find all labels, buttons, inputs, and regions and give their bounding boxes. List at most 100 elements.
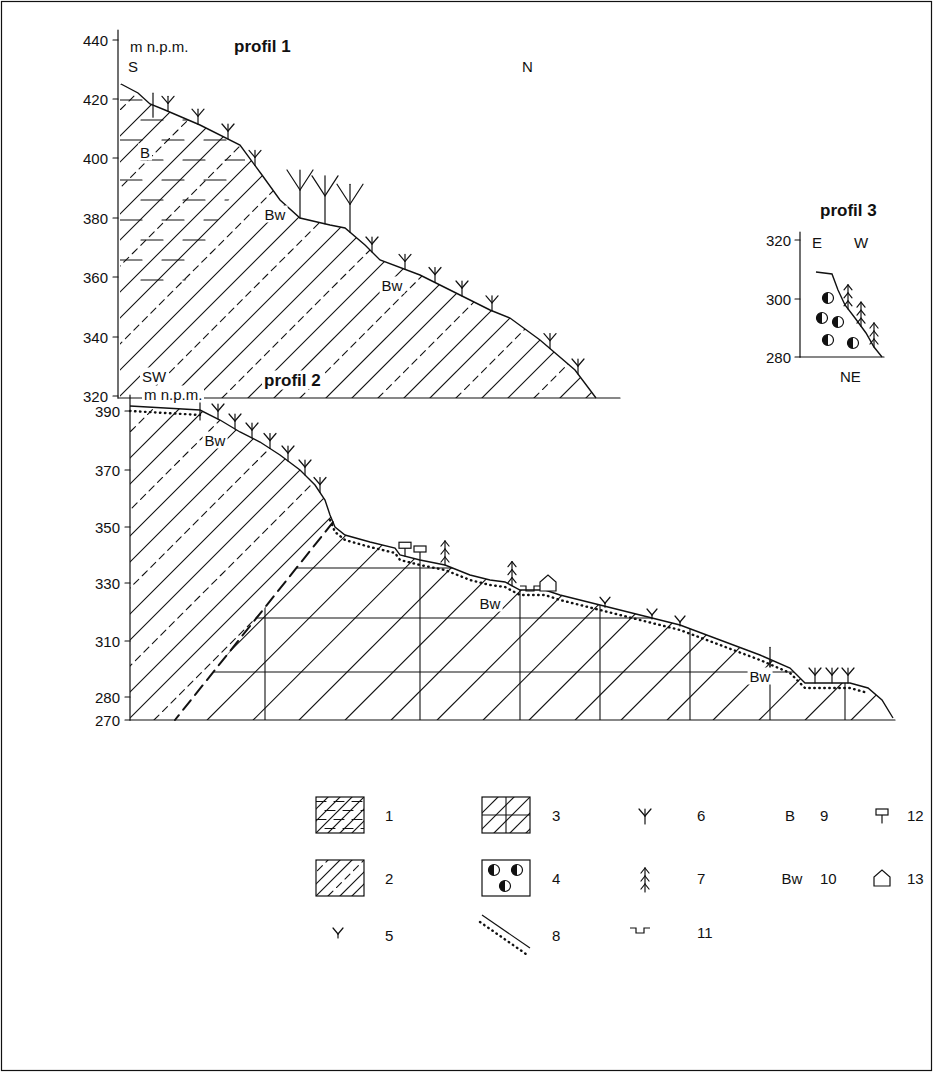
bedding-line <box>0 84 302 398</box>
bedding-line <box>180 406 494 720</box>
tree-stroke <box>405 254 411 261</box>
legend-number: 1 <box>383 807 395 824</box>
conifer-stroke <box>445 557 449 562</box>
joint-line <box>844 540 845 720</box>
bedding-line <box>851 522 933 720</box>
bedding-line <box>268 860 304 896</box>
deciduous-tree-symbol <box>162 96 174 111</box>
tree-stroke <box>162 96 168 103</box>
bedding-line <box>0 406 156 720</box>
shrub-stroke <box>338 928 343 934</box>
tree-stroke <box>486 296 492 303</box>
profile-title: profil 2 <box>262 371 323 390</box>
conifer-stroke <box>848 285 852 290</box>
soil-label: Bw <box>478 595 503 612</box>
bedding-line <box>23 522 221 720</box>
house-symbol <box>540 575 556 591</box>
conifer-stroke <box>641 884 645 889</box>
bedding-dash <box>316 819 326 820</box>
conifer-stroke <box>512 570 516 575</box>
profile-3 <box>795 232 884 357</box>
conifer-stroke <box>873 323 874 347</box>
bedding-line <box>0 84 94 398</box>
joint-line <box>264 540 265 720</box>
tree-stroke <box>435 268 441 275</box>
tree-stroke <box>337 184 350 204</box>
axis-tick <box>125 719 130 720</box>
bedding-line <box>66 84 380 398</box>
shrub-stroke <box>605 597 610 603</box>
shrub-stroke <box>679 622 680 626</box>
conifer-stroke <box>511 562 512 586</box>
deciduous-tree-symbol <box>486 296 498 311</box>
conifer-stroke <box>644 868 645 892</box>
bedding-line <box>24 406 338 720</box>
legend-number: 9 <box>818 807 830 824</box>
bedding-line <box>336 406 650 720</box>
tree-stroke <box>645 809 651 816</box>
axis-tick <box>113 395 118 396</box>
conifer-stroke <box>641 876 645 881</box>
tick-label: 380 <box>81 210 110 227</box>
conifer-stroke <box>445 541 449 546</box>
conifer-symbol <box>844 285 852 309</box>
shrub-stroke <box>652 609 657 615</box>
conifer-symbol <box>508 562 516 586</box>
bedding-dash <box>183 159 205 160</box>
tree-stroke <box>299 170 300 218</box>
bedding-dash <box>162 259 184 260</box>
bedding-line <box>352 84 666 398</box>
axis-tick <box>113 39 118 40</box>
bedding-line <box>534 84 848 398</box>
tree-stroke <box>325 176 338 196</box>
circle-outline <box>848 338 859 349</box>
deciduous-tree-symbol <box>192 109 204 124</box>
tree-stroke <box>815 668 821 675</box>
tick-label: 360 <box>81 269 110 286</box>
bedding-line <box>0 406 234 720</box>
direction-label: S <box>126 58 140 75</box>
tree-stroke <box>228 124 234 131</box>
bedding-dash <box>225 119 247 120</box>
legend-number: 6 <box>695 807 707 824</box>
tree-stroke <box>246 423 252 430</box>
conifer-symbol <box>441 541 449 565</box>
elevation-axis <box>117 30 118 398</box>
bedding-line <box>170 84 484 398</box>
bedding-dash <box>162 179 184 180</box>
conifer-stroke <box>844 285 848 290</box>
conifer-stroke <box>641 868 645 873</box>
bedding-line <box>456 84 770 398</box>
tree-stroke <box>249 150 255 157</box>
bedding-line <box>232 406 546 720</box>
joint-line <box>599 540 600 720</box>
cover-deposit-dots <box>130 411 200 415</box>
weathering-circle <box>817 313 828 324</box>
tree-stroke <box>222 124 228 131</box>
conifer-stroke <box>844 301 848 306</box>
deciduous-tree-symbol <box>826 668 838 683</box>
bedding-line <box>222 84 536 398</box>
legend-number: 10 <box>818 870 839 887</box>
conifer-stroke <box>874 323 878 328</box>
bedding-line <box>92 84 406 398</box>
pit-symbol <box>630 928 650 933</box>
deciduous-tree-symbol <box>842 668 854 683</box>
house-symbol <box>874 870 890 886</box>
ground-surface <box>130 406 893 718</box>
tree-stroke <box>299 460 305 467</box>
tree-stroke <box>399 254 405 261</box>
circle-half <box>823 293 829 304</box>
tick-label: 330 <box>93 575 122 592</box>
joint-line <box>769 540 770 720</box>
bedding-dash <box>352 801 362 802</box>
tick-label: 340 <box>81 329 110 346</box>
bedding-dash <box>343 828 353 829</box>
circle-outline <box>823 335 834 346</box>
bedding-line <box>0 84 172 398</box>
elevation-axis <box>799 232 800 357</box>
pit-symbol <box>520 586 540 591</box>
tree-stroke <box>324 176 325 224</box>
bedding-dash <box>225 279 247 280</box>
bedding-line <box>268 797 304 833</box>
